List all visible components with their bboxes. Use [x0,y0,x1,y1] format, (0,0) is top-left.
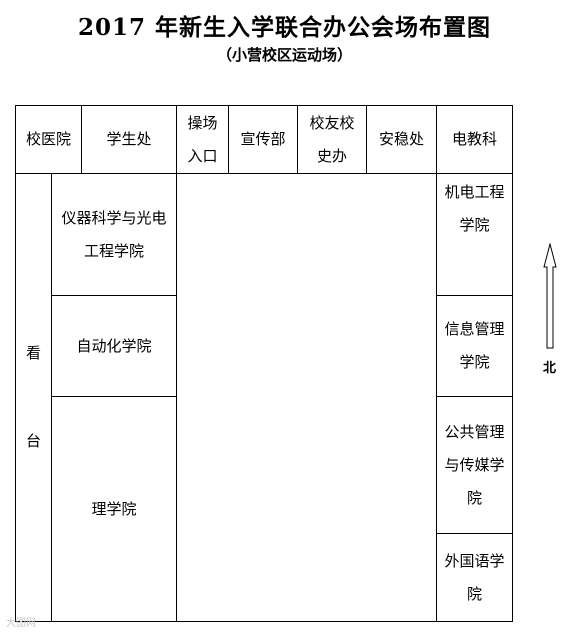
booth-science-college: 理学院 [51,396,177,622]
north-label: 北 [543,361,557,376]
booth-label: 安稳处 [378,130,424,148]
booth-alumni-history: 校友校史办 [297,105,367,174]
booth-label: 公共管理与传媒学院 [444,422,505,507]
booth-label: 信息管理学院 [444,320,505,371]
north-arrow-icon [543,243,557,349]
booth-label: 仪器科学与光电工程学院 [61,208,167,260]
booth-label: 操场入口 [187,113,218,165]
stand-area: 看 台 [15,173,52,622]
booth-mechatronics-college: 机电工程学院 [436,173,513,296]
booth-automation-college: 自动化学院 [51,295,177,397]
booth-label: 学生处 [106,130,152,148]
central-field [176,173,437,622]
stand-char-2: 台 [25,432,41,451]
booth-student-affairs: 学生处 [81,105,177,174]
booth-foreign-language-college: 外国语学院 [436,533,513,622]
watermark: 大图网 [6,618,36,629]
booth-label: 电教科 [451,130,497,148]
booth-instrument-optics-college: 仪器科学与光电工程学院 [51,173,177,296]
booth-label: 宣传部 [240,130,286,148]
page-title: 2017 年新生入学联合办公会场布置图 [77,14,492,41]
booth-label: 自动化学院 [76,336,152,355]
booth-info-management-college: 信息管理学院 [436,295,513,397]
booth-publicity: 宣传部 [228,105,298,174]
booth-clinic: 校医院 [15,105,82,174]
booth-field-entrance: 操场入口 [176,105,229,174]
booth-public-admin-media-college: 公共管理与传媒学院 [436,396,513,534]
booth-label: 机电工程学院 [444,183,505,234]
booth-label: 外国语学院 [444,551,505,603]
stand-char-1: 看 [25,343,41,362]
booth-media: 电教科 [436,105,513,174]
booth-security: 安稳处 [366,105,437,174]
booth-label: 理学院 [91,499,137,518]
booth-label: 校医院 [25,130,71,148]
page-subtitle: （小营校区运动场） [216,46,352,64]
booth-label: 校友校史办 [309,113,355,165]
